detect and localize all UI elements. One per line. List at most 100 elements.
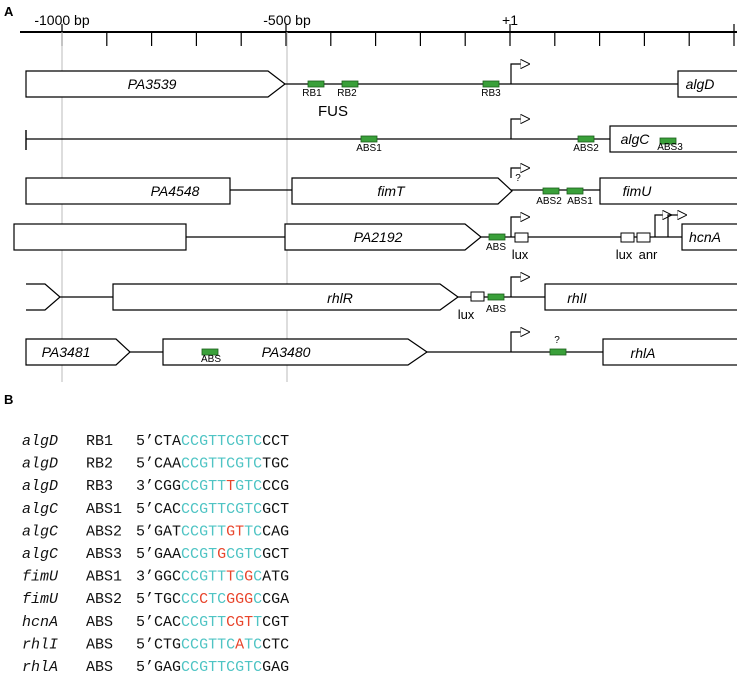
sequence-flank-left: GAA [154, 546, 181, 563]
sequence-core-base: T [208, 523, 217, 540]
binding-box-abs1-algc [360, 135, 378, 143]
sequence-gene: algD [22, 456, 58, 473]
sequence-gene: fimU [22, 569, 59, 586]
sequence-core-base: G [226, 591, 235, 608]
sequence-flank-right: ATG [262, 569, 289, 586]
binding-label-abs2-fimu: ABS2 [536, 196, 562, 207]
row-fimu: PA4548 fimT fimU ? ABS2 ABS1 [25, 168, 737, 207]
binding-box-abs2-algc [577, 135, 595, 143]
sequence-core-base: T [217, 456, 226, 473]
sequence-flank-left: GGC [154, 569, 181, 586]
sequence-core-base: G [199, 614, 208, 631]
sequence-core-base: C [253, 636, 262, 653]
sequence-site: ABS [86, 614, 113, 631]
gene-pa3539 [25, 70, 286, 98]
anr-label-hcna: anr [639, 247, 658, 262]
gene-label-rhli: rhlI [567, 290, 587, 306]
gene-label-fimu: fimU [623, 183, 653, 199]
sequence-site: ABS1 [86, 501, 122, 518]
gene-hcna [681, 223, 737, 251]
sequence-core-base: C [253, 523, 262, 540]
sequence-core-base: T [244, 546, 253, 563]
sequence-core-base: G [199, 659, 208, 675]
sequence-prime: 5’ [136, 456, 154, 473]
sequence-gene: algC [22, 501, 58, 518]
sequence-flank-left: TGC [154, 591, 181, 608]
sequence-site: ABS1 [86, 569, 122, 586]
sequence-flank-right: CGA [262, 591, 289, 608]
tss-arrow-hcna-2 [654, 215, 670, 237]
binding-label-abs-rhli: ABS [486, 304, 506, 315]
sequence-site: ABS2 [86, 591, 122, 608]
binding-box-question-rhla [549, 348, 567, 356]
sequence-flank-right: CTC [262, 636, 289, 653]
sequence-core-base: C [190, 478, 199, 495]
sequence-prime: 5’ [136, 614, 154, 631]
sequence-core-base: G [217, 546, 226, 563]
sequence-core-base: T [208, 456, 217, 473]
sequence-gene: algC [22, 523, 58, 540]
sequence-core-base: T [226, 569, 235, 586]
sequence-flank-right: CCG [262, 478, 289, 495]
tss-arrow-hcna-1 [510, 217, 528, 237]
sequence-core-base: C [190, 523, 199, 540]
gene-label-rhlr: rhlR [327, 290, 353, 306]
sequence-core-base: C [226, 614, 235, 631]
sequence-site: RB3 [86, 478, 113, 495]
sequence-core-base: C [181, 456, 190, 473]
sequence-core-base: C [253, 478, 262, 495]
sequence-core-base: G [235, 614, 244, 631]
binding-label-abs-hcna: ABS [486, 242, 506, 253]
sequence-site: ABS3 [86, 546, 122, 563]
tss-arrow-fimu [510, 168, 528, 178]
sequence-gene: rhlI [22, 636, 58, 653]
lux-box-rhli [470, 291, 485, 302]
gene-pa2192 [284, 223, 482, 251]
sequence-core-base: C [226, 546, 235, 563]
sequence-core-base: T [208, 659, 217, 675]
gene-label-hcna: hcnA [689, 229, 721, 245]
sequence-prime: 3’ [136, 569, 154, 586]
binding-box-abs-rhli [487, 293, 505, 301]
sequence-flank-left: CAC [154, 614, 181, 631]
panel-b-label: B [4, 392, 13, 407]
sequence-core-base: T [217, 659, 226, 675]
tss-arrow-algc [510, 119, 528, 139]
sequence-core-base: C [226, 636, 235, 653]
sequence-core-base: T [217, 569, 226, 586]
sequence-core-base: C [226, 659, 235, 675]
binding-box-rb3 [482, 80, 500, 88]
fus-label: FUS [318, 103, 348, 120]
row-rhli: rhlR rhlI lux ABS [26, 277, 737, 322]
sequence-flank-left: CTA [154, 433, 181, 450]
sequence-flank-right: CAG [262, 523, 289, 540]
sequence-site: RB2 [86, 456, 113, 473]
lux-box-hcna-1 [514, 232, 529, 243]
lux-label-rhli: lux [458, 307, 475, 322]
sequence-core-base: T [226, 478, 235, 495]
sequence-site: ABS [86, 636, 113, 653]
gene-left-row5 [26, 283, 61, 311]
sequence-site: ABS [86, 659, 113, 675]
panel-a-label: A [4, 4, 14, 19]
binding-label-abs1-algc: ABS1 [356, 143, 382, 154]
sequence-core-base: G [199, 501, 208, 518]
sequence-core-base: G [235, 501, 244, 518]
ruler-label-plus-1: +1 [502, 12, 518, 28]
sequence-core-base: G [235, 478, 244, 495]
gene-algd [677, 70, 737, 98]
gene-label-rhla: rhlA [631, 345, 656, 361]
sequence-core-base: T [217, 433, 226, 450]
sequence-core-base: G [235, 546, 244, 563]
binding-box-abs2-fimu [542, 187, 560, 195]
sequence-core-base: G [199, 546, 208, 563]
sequence-core-base: G [235, 569, 244, 586]
sequence-core-base: C [190, 546, 199, 563]
sequence-core-base: T [208, 478, 217, 495]
tss-arrow-rhli [510, 277, 528, 297]
row-rhla: PA3481 PA3480 rhlA ABS ? [25, 332, 737, 366]
